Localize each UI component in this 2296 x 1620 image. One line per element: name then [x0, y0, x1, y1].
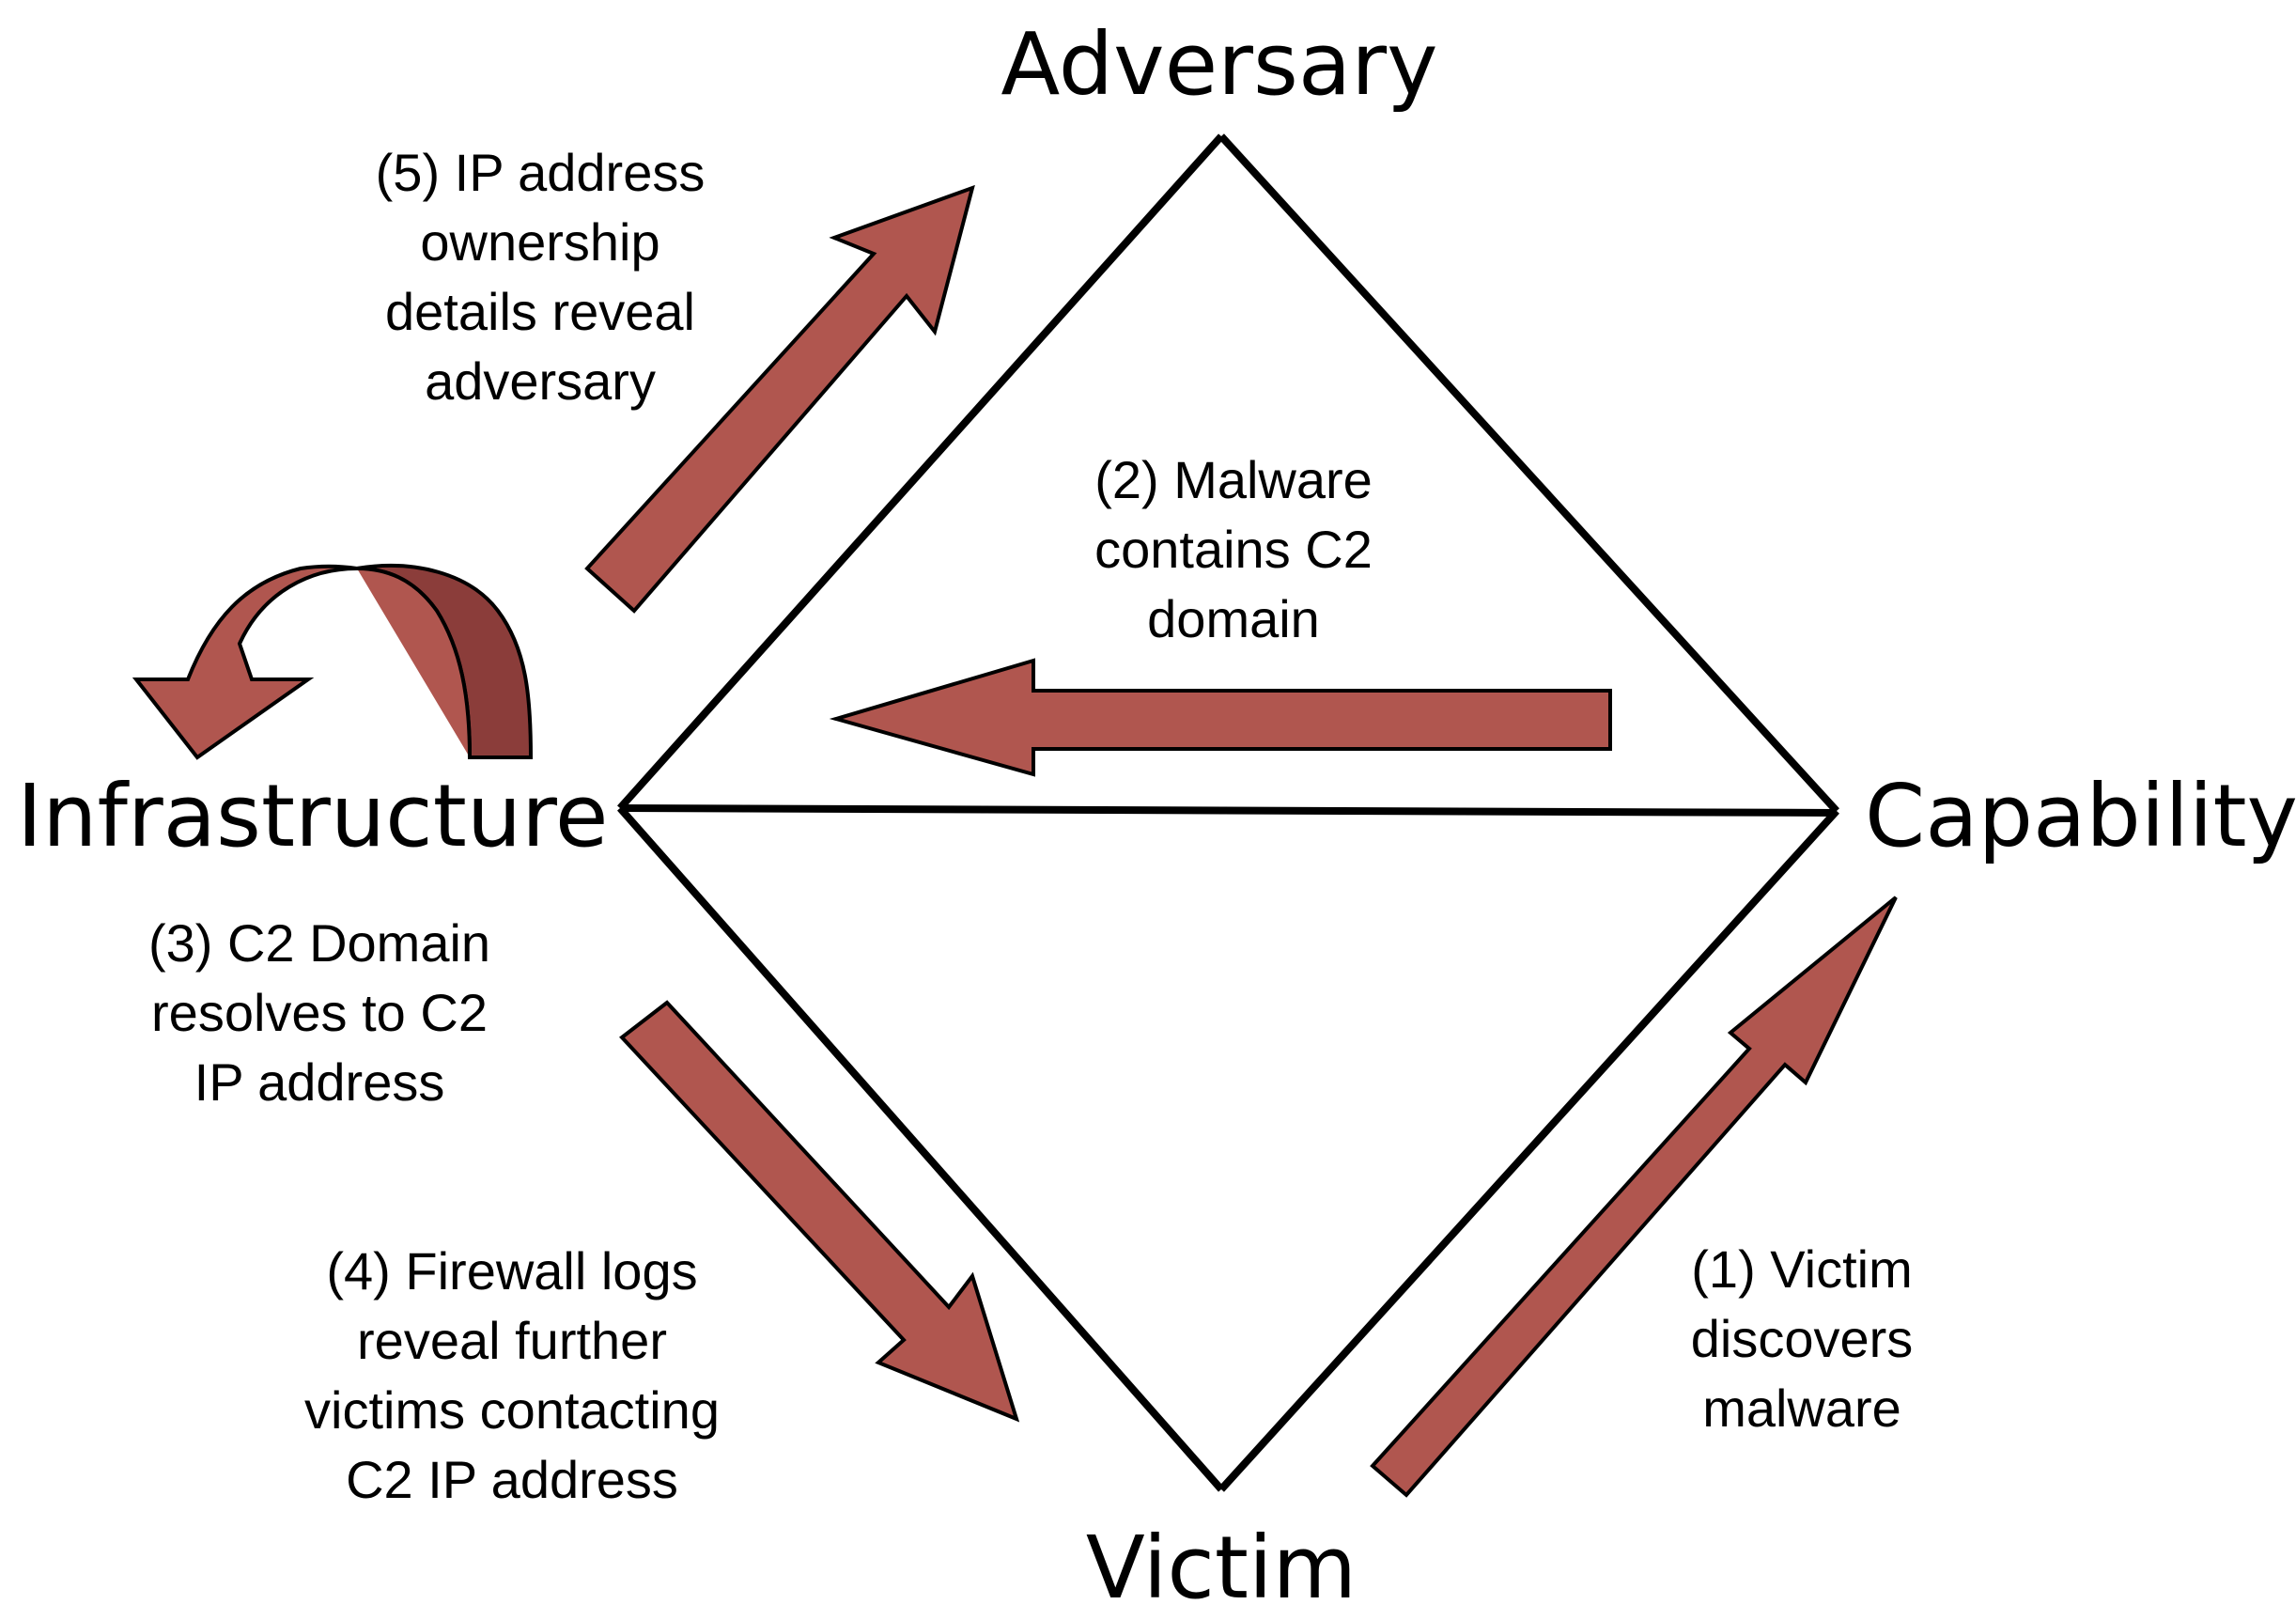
step-1-line: malware [1702, 1379, 1901, 1438]
step-3-curved-arrow-icon [132, 564, 534, 760]
step-5-label: (5) IP address ownership details reveal … [376, 143, 706, 411]
curved-arrow-body [132, 564, 472, 760]
step-3-line: resolves to C2 [151, 983, 488, 1042]
step-2-arrow-icon [829, 658, 1612, 777]
edge-infrastructure-capability [619, 804, 1838, 817]
edge-victim-infrastructure [617, 805, 1224, 1492]
step-5-line: adversary [425, 351, 656, 411]
step-3-label: (3) C2 Domain resolves to C2 IP address [148, 913, 490, 1112]
node-infrastructure: Infrastructure [17, 766, 609, 866]
step-4-arrow-icon [619, 1000, 1020, 1423]
step-1-arrow-icon [1370, 896, 1898, 1498]
step-1-line: discovers [1691, 1309, 1914, 1368]
edge-capability-victim [1218, 808, 1839, 1492]
step-5-line: details reveal [385, 282, 695, 341]
diamond-shape [617, 133, 1839, 1492]
step-4-line: reveal further [357, 1311, 667, 1370]
step-3-line: IP address [194, 1052, 445, 1112]
step-4-line: (4) Firewall logs [326, 1241, 697, 1301]
node-victim: Victim [1086, 1518, 1357, 1618]
edge-infrastructure-adversary [617, 133, 1224, 811]
step-5-line: (5) IP address [376, 143, 706, 202]
edge-adversary-capability [1218, 133, 1839, 814]
step-2-line: domain [1147, 589, 1320, 648]
step-5-arrow-icon [584, 184, 975, 614]
step-4-line: victims contacting [304, 1380, 720, 1440]
step-4-line: C2 IP address [346, 1450, 678, 1509]
step-3-line: (3) C2 Domain [148, 913, 490, 973]
step-2-line: contains C2 [1094, 520, 1373, 579]
step-2-label: (2) Malware contains C2 domain [1094, 450, 1373, 648]
step-4-label: (4) Firewall logs reveal further victims… [304, 1241, 720, 1509]
step-1-line: (1) Victim [1691, 1239, 1912, 1299]
step-2-line: (2) Malware [1094, 450, 1373, 509]
step-1-label: (1) Victim discovers malware [1691, 1239, 1914, 1438]
node-adversary: Adversary [1001, 14, 1437, 115]
step-5-line: ownership [420, 212, 659, 272]
node-capability: Capability [1865, 766, 2296, 866]
